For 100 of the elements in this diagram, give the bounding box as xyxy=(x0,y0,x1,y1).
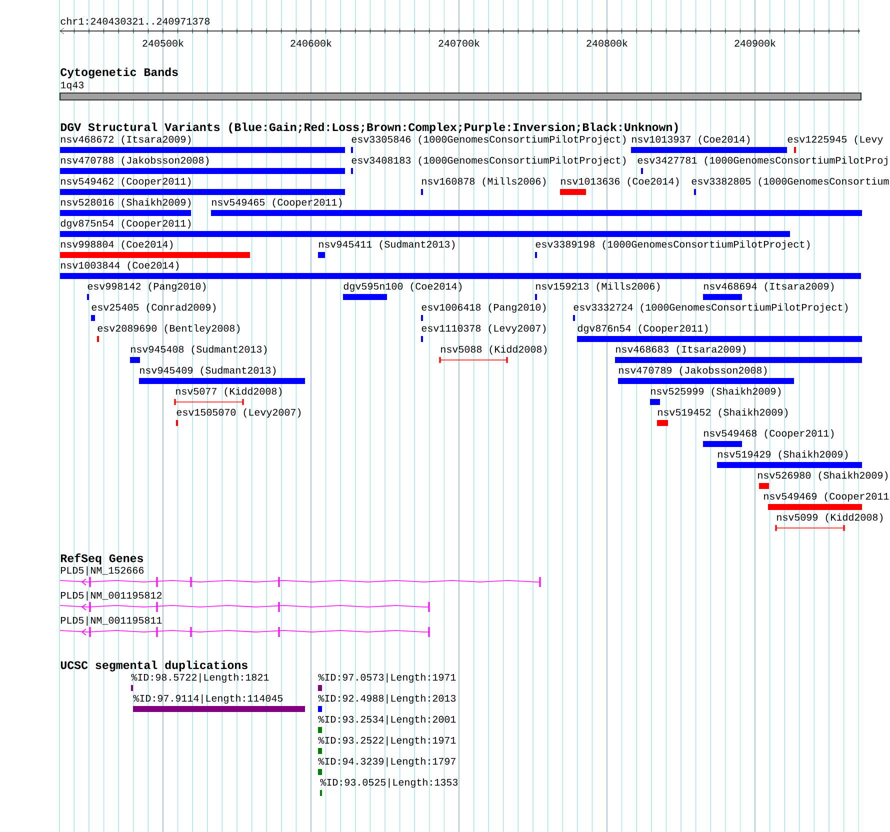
node-label: nsv468694 (Itsara2009) xyxy=(704,282,834,292)
variant-bar: esv1505070 (Levy2007) xyxy=(176,408,301,426)
variant-bar: esv1110378 (Levy2007) xyxy=(421,324,546,342)
node-label: esv3389198 (1000GenomesConsortiumPilotProject) xyxy=(536,240,810,250)
node-label: nsv998804 (Coe2014) xyxy=(61,240,173,250)
coordinate-label: chr1:240430321..240971378 xyxy=(60,17,210,25)
variant-bar: nsv945408 (Sudmant2013) xyxy=(130,345,267,363)
variant-range: nsv5077 (Kidd2008) xyxy=(174,387,282,405)
variant-bar: nsv468672 (Itsara2009) xyxy=(60,135,345,153)
variant-bar: nsv525999 (Shaikh2009) xyxy=(650,387,781,405)
variant-bar: nsv945411 (Sudmant2013) xyxy=(318,240,455,258)
node-label: esv1225945 (Levy xyxy=(788,135,883,145)
node-label: nsv470788 (Jakobsson2008) xyxy=(61,156,209,166)
variant-bar: nsv468694 (Itsara2009) xyxy=(703,282,834,300)
track-title: DGV Structural Variants (Blue:Gain;Red:Loss;Brown:Complex;Purple:Inversion;Black:Unknown) xyxy=(60,122,678,134)
node-label: %ID:98.5722|Length:1821 xyxy=(131,673,269,683)
variant-bar: esv1225945 (Levy xyxy=(788,135,883,153)
node-label: nsv468672 (Itsara2009) xyxy=(61,135,191,145)
variant-bar: nsv1003844 (Coe2014) xyxy=(60,261,862,279)
node-label: nsv945409 (Sudmant2013) xyxy=(140,366,276,376)
node-label: nsv519452 (Shaikh2009) xyxy=(658,408,788,418)
variant-bar: nsv160878 (Mills2006) xyxy=(421,177,546,195)
variant-bar: esv1006418 (Pang2010) xyxy=(421,303,546,321)
variant-bar: nsv470789 (Jakobsson2008) xyxy=(618,366,794,384)
node-label: nsv160878 (Mills2006) xyxy=(422,177,546,187)
node-label: nsv525999 (Shaikh2009) xyxy=(651,387,781,397)
node-label: nsv468683 (Itsara2009) xyxy=(616,345,746,355)
variant-range: nsv5088 (Kidd2008) xyxy=(439,345,547,363)
duplication-bar: %ID:98.5722|Length:1821 xyxy=(131,673,269,691)
node-label: %ID:94.3239|Length:1797 xyxy=(318,757,456,767)
node-label: nsv549469 (Cooper2011 xyxy=(764,492,889,502)
node-label: nsv945408 (Sudmant2013) xyxy=(131,345,267,355)
variant-bar: nsv998804 (Coe2014) xyxy=(60,240,250,258)
variant-bar: esv3305846 (1000GenomesConsortiumPilotProject) xyxy=(351,135,626,153)
variant-bar: dgv595n100 (Coe2014) xyxy=(343,282,462,300)
variant-bar: nsv528016 (Shaikh2009) xyxy=(60,198,191,216)
variant-bar: nsv549468 (Cooper2011) xyxy=(703,429,834,447)
variant-bar: nsv549469 (Cooper2011 xyxy=(764,492,889,510)
variant-bar: esv25405 (Conrad2009) xyxy=(91,303,216,321)
node-label: dgv875n54 (Cooper2011) xyxy=(60,219,191,229)
duplication-bar: %ID:93.2534|Length:2001 xyxy=(318,715,456,733)
track-title: UCSC segmental duplications xyxy=(60,660,248,672)
node-label: nsv1003844 (Coe2014) xyxy=(61,261,179,271)
variant-bar: esv2089690 (Bentley2008) xyxy=(97,324,240,342)
node-label: %ID:93.2534|Length:2001 xyxy=(318,715,456,725)
node-label: nsv159213 (Mills2006) xyxy=(536,282,660,292)
gene-model: PLD5|NM_001195812 xyxy=(60,591,430,612)
node-label: nsv1013636 (Coe2014) xyxy=(561,177,679,187)
variant-bar: esv3389198 (1000GenomesConsortiumPilotProject) xyxy=(535,240,810,258)
node-label: nsv945411 (Sudmant2013) xyxy=(319,240,455,250)
node-label: dgv876n54 (Cooper2011) xyxy=(578,324,708,334)
track-title: RefSeq Genes xyxy=(60,554,144,564)
duplication-bar: %ID:94.3239|Length:1797 xyxy=(318,757,456,775)
node-label: esv1110378 (Levy2007) xyxy=(422,324,546,334)
node-label: %ID:92.4988|Length:2013 xyxy=(318,694,456,704)
tick-label: 240500k xyxy=(142,39,184,47)
tick-label: 240900k xyxy=(734,39,776,47)
gene-model: PLD5|NM_152666 xyxy=(60,566,541,587)
variant-bar: esv3332724 (1000GenomesConsortiumPilotProject) xyxy=(573,303,848,321)
gene-model: PLD5|NM_001195811 xyxy=(60,616,430,637)
variant-bar: nsv526980 (Shaikh2009) xyxy=(758,471,888,489)
node-label: esv25405 (Conrad2009) xyxy=(92,303,216,313)
node-label: nsv526980 (Shaikh2009) xyxy=(758,471,888,481)
node-label: esv998142 (Pang2010) xyxy=(88,282,206,292)
node-label: nsv470789 (Jakobsson2008) xyxy=(619,366,767,376)
node-label: esv1505070 (Levy2007) xyxy=(176,408,301,418)
variant-bar: esv3382805 (1000GenomesConsortium xyxy=(692,177,889,195)
node-label: nsv549468 (Cooper2011) xyxy=(704,429,834,439)
tick-label: 240700k xyxy=(438,39,480,47)
node-label: esv3427781 (1000GenomesConsortiumPilotProj xyxy=(638,156,888,166)
node-label: esv3305846 (1000GenomesConsortiumPilotProject) xyxy=(352,135,626,145)
band-label: 1q43 xyxy=(60,82,84,90)
node-label: nsv549462 (Cooper2011) xyxy=(61,177,191,187)
duplication-bar: %ID:92.4988|Length:2013 xyxy=(318,694,456,712)
variant-bar: nsv549465 (Cooper2011) xyxy=(211,198,862,216)
variant-bar: nsv519429 (Shaikh2009) xyxy=(717,450,862,468)
variant-bar: nsv945409 (Sudmant2013) xyxy=(139,366,305,384)
node-label: esv3332724 (1000GenomesConsortiumPilotProject) xyxy=(574,303,848,313)
duplication-bar: %ID:93.2522|Length:1971 xyxy=(318,736,456,754)
variant-range: nsv5099 (Kidd2008) xyxy=(775,513,883,531)
variant-bar: nsv1013937 (Coe2014) xyxy=(631,135,788,153)
node-label: esv1006418 (Pang2010) xyxy=(422,303,546,313)
node-label: %ID:93.2522|Length:1971 xyxy=(318,736,456,746)
duplication-bar: %ID:97.9114|Length:114045 xyxy=(133,694,305,712)
node-label: nsv1013937 (Coe2014) xyxy=(632,135,750,145)
node-label: %ID:97.9114|Length:114045 xyxy=(133,694,283,704)
node-label: %ID:93.0525|Length:1353 xyxy=(320,778,458,788)
node-label: nsv528016 (Shaikh2009) xyxy=(61,198,191,208)
duplication-bar: %ID:97.0573|Length:1971 xyxy=(318,673,456,691)
variant-bar: nsv468683 (Itsara2009) xyxy=(615,345,862,363)
node-label: esv3408183 (1000GenomesConsortiumPilotProject) xyxy=(352,156,626,166)
tick-label: 240600k xyxy=(290,39,332,47)
duplication-bar: %ID:93.0525|Length:1353 xyxy=(320,778,458,796)
node-label: nsv519429 (Shaikh2009) xyxy=(718,450,848,460)
variant-bar: esv3427781 (1000GenomesConsortiumPilotProj xyxy=(638,156,888,174)
variant-bar: nsv519452 (Shaikh2009) xyxy=(657,408,788,426)
node-label: esv2089690 (Bentley2008) xyxy=(98,324,240,334)
variant-bar: esv998142 (Pang2010) xyxy=(87,282,206,300)
variant-bar: nsv549462 (Cooper2011) xyxy=(60,177,345,195)
variant-bar: nsv159213 (Mills2006) xyxy=(535,282,660,300)
